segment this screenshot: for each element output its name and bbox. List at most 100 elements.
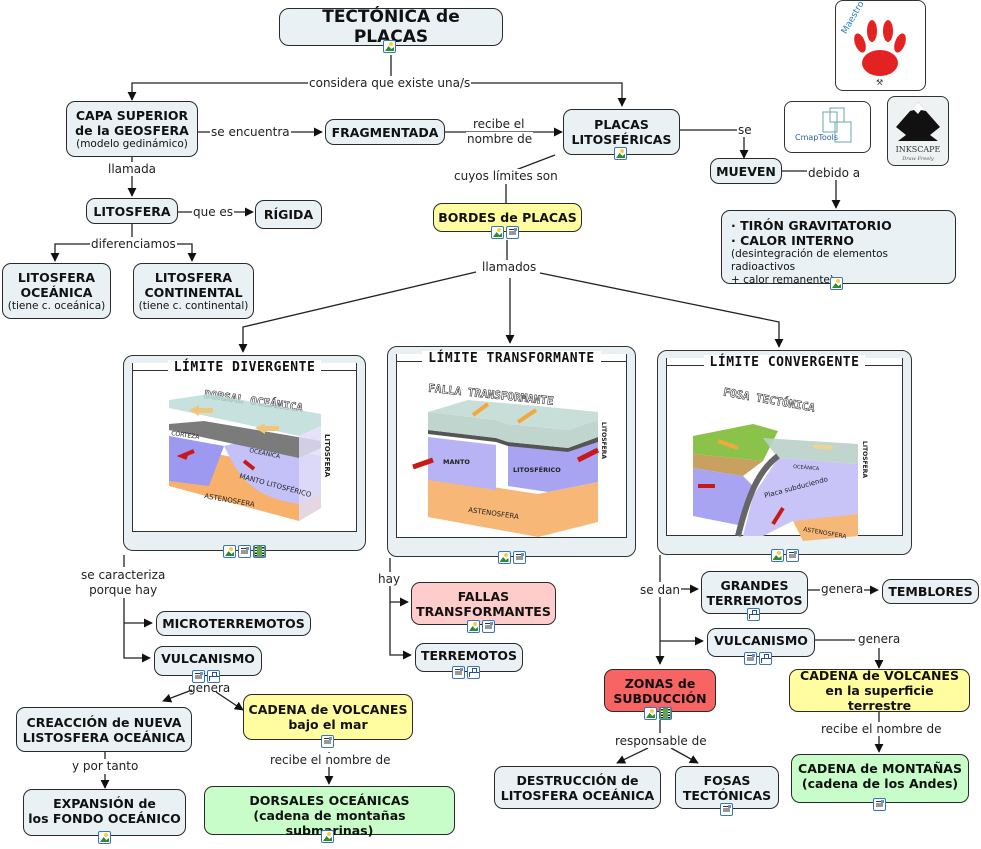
concept-limite-transformante[interactable]: LÍMITE TRANSFORMANTE FALLA TRANSFORMANTE…: [387, 346, 636, 564]
asthenosphere-layer: [793, 514, 858, 541]
resource-icons: [658, 549, 911, 562]
image-resource-icon[interactable]: [223, 545, 236, 558]
resource-icons: [124, 545, 365, 558]
concept-text: TRANSFORMANTES: [416, 603, 551, 619]
mantle-right: [508, 442, 598, 492]
resource-icons: [388, 551, 635, 564]
link-label-y-por-tanto: y por tanto: [71, 759, 140, 773]
resource-icons: [383, 40, 396, 53]
link-label-se-encuentra: se encuentra: [210, 125, 291, 139]
video-resource-icon[interactable]: [253, 545, 266, 558]
link-label-responsable: responsable de: [614, 734, 708, 748]
convergent-boundary-illustration: FOSA TECTÓNICA OCEÁNICA Placa subduciend…: [693, 386, 868, 541]
concept-cadena-volcanes-superficie[interactable]: CADENA de VOLCANES en la superficie terr…: [789, 668, 970, 713]
document-resource-icon[interactable]: [452, 666, 465, 679]
ridge-front: [299, 426, 321, 521]
subducting-slab: [735, 453, 780, 537]
cmaptools-icon: CmapTools: [795, 107, 852, 143]
concept-map-resource-icon[interactable]: [759, 652, 772, 665]
image-resource-icon[interactable]: [321, 830, 334, 843]
image-resource-icon[interactable]: [98, 831, 111, 844]
concept-dorsales-oceanicas[interactable]: DORSALES OCEÁNICAS (cadena de montañas s…: [204, 786, 455, 838]
ocean-plate: [763, 438, 858, 464]
concept-subtext: (desintegración de elementos radioactivo…: [731, 248, 889, 273]
document-resource-icon[interactable]: [744, 652, 757, 665]
document-resource-icon[interactable]: [873, 798, 886, 811]
concept-fragmentada[interactable]: FRAGMENTADA: [325, 119, 445, 145]
concept-cadena-volcanes-mar[interactable]: CADENA de VOLCANES bajo el mar: [243, 694, 413, 740]
resource-icons: [614, 147, 627, 160]
concept-text: MICROTERREMOTOS: [162, 616, 305, 631]
resource-icons: [98, 831, 111, 844]
concept-litosfera-oceanica[interactable]: LITOSFERA OCEÁNICA (tiene c. oceánica): [2, 263, 111, 319]
concept-capa-superior[interactable]: CAPA SUPERIOR de la GEOSFERA (modelo ged…: [66, 101, 198, 157]
concept-map-resource-icon[interactable]: [467, 666, 480, 679]
document-resource-icon[interactable]: [720, 803, 733, 816]
resource-icons: [720, 803, 733, 816]
link-label-recibe-nombre-montanas: recibe el nombre de: [820, 722, 943, 736]
link-label-diferenciamos: diferenciamos: [90, 237, 177, 251]
concept-text: GRANDES: [720, 577, 789, 593]
concept-litosfera[interactable]: LITOSFERA: [86, 198, 178, 224]
concept-text: RÍGIDA: [263, 207, 314, 222]
concept-litosfera-continental[interactable]: LITOSFERA CONTINENTAL (tiene c. continen…: [133, 263, 254, 319]
document-resource-icon[interactable]: [238, 545, 251, 558]
label-corteza: CORTEZA: [171, 430, 201, 441]
concept-grandes-terremotos[interactable]: GRANDES TERREMOTOS: [701, 571, 808, 614]
concept-microterremotos[interactable]: MICROTERREMOTOS: [156, 611, 311, 636]
concept-rigida[interactable]: RÍGIDA: [255, 200, 322, 229]
document-resource-icon[interactable]: [482, 620, 495, 633]
concept-expansion-fondo-oceanico[interactable]: EXPANSIÓN de los FONDO OCEÁNICO: [23, 789, 186, 836]
concept-text: FRAGMENTADA: [331, 124, 439, 140]
concept-zonas-subduccion[interactable]: ZONAS de SUBDUCCIÓN: [604, 669, 716, 712]
concept-mueven[interactable]: MUEVEN: [710, 158, 782, 184]
image-resource-icon[interactable]: [491, 226, 504, 239]
concept-map-resource-icon[interactable]: [207, 670, 220, 683]
concept-destruccion-litosfera[interactable]: DESTRUCCIÓN de LITOSFERA OCEÁNICA: [494, 766, 661, 809]
resource-icons: [321, 735, 334, 748]
concept-text: LITOSFERA OCEÁNICA: [500, 787, 655, 803]
image-resource-icon[interactable]: [830, 277, 843, 290]
paw-icon: Maestro de naturales ⚒: [840, 0, 906, 87]
panel-title-text: LÍMITE DIVERGENTE: [167, 360, 322, 375]
image-resource-icon[interactable]: [644, 707, 657, 720]
mantle-arrow-down-icon: [771, 506, 785, 526]
document-resource-icon[interactable]: [512, 551, 526, 564]
concept-text: los FONDO OCEÁNICO: [28, 811, 181, 826]
image-resource-icon[interactable]: [770, 549, 784, 562]
document-resource-icon[interactable]: [192, 670, 205, 683]
concept-fallas-transformantes[interactable]: FALLAS TRANSFORMANTES: [411, 582, 556, 625]
resource-icons: [644, 707, 672, 720]
transform-boundary-illustration: FALLA TRANSFORMANTE MANTO LITOSFÉRICO AS…: [412, 382, 607, 537]
image-resource-icon[interactable]: [497, 551, 511, 564]
label-litosfera: LITOSFERA: [600, 422, 607, 459]
document-resource-icon[interactable]: [321, 735, 334, 748]
concept-tiron-calor[interactable]: · TIRÓN GRAVITATORIO · CALOR INTERNO (de…: [721, 210, 956, 286]
concept-creaccion-nueva-litosfera[interactable]: CREACCIÓN de NUEVA LISTOSFERA OCEÁNICA: [16, 707, 192, 752]
concept-subtext: (tiene c. oceánica): [7, 299, 106, 312]
document-resource-icon[interactable]: [506, 226, 519, 239]
concept-text: PLACAS: [594, 117, 649, 132]
concept-fosas-tectonicas[interactable]: FOSAS TECTÓNICAS: [675, 766, 779, 809]
resource-icons: [744, 652, 772, 665]
link-label-debido-a: debido a: [807, 166, 862, 180]
image-resource-icon[interactable]: [614, 147, 627, 160]
concept-text: ZONAS de: [624, 675, 696, 691]
video-resource-icon[interactable]: [659, 707, 672, 720]
concept-limite-divergente[interactable]: LÍMITE DIVERGENTE DORSAL OCEÁNICA CORTEZ…: [123, 355, 366, 558]
concept-limite-convergente[interactable]: LÍMITE CONVERGENTE FOSA TECTÓNICA OCEÁNI…: [657, 350, 912, 562]
image-resource-icon[interactable]: [383, 40, 396, 53]
link-label-genera-temblores: genera: [820, 582, 865, 596]
panel-title: LÍMITE DIVERGENTE: [124, 360, 365, 375]
mantle-left: [169, 436, 224, 486]
image-resource-icon[interactable]: [467, 620, 480, 633]
concept-cadena-montanas[interactable]: CADENA de MONTAÑAS (cadena de los Andes): [791, 754, 969, 803]
continental-crust: [693, 454, 763, 476]
concept-text: MUEVEN: [716, 163, 776, 179]
inkscape-icon: INKSCAPE Draw Freely: [896, 102, 941, 162]
concept-map-resource-icon[interactable]: [747, 608, 760, 621]
concept-temblores[interactable]: TEMBLORES: [882, 579, 979, 604]
document-resource-icon[interactable]: [785, 549, 799, 562]
concept-text: CONTINENTAL: [144, 284, 243, 300]
concept-text: · CALOR INTERNO: [731, 233, 854, 248]
